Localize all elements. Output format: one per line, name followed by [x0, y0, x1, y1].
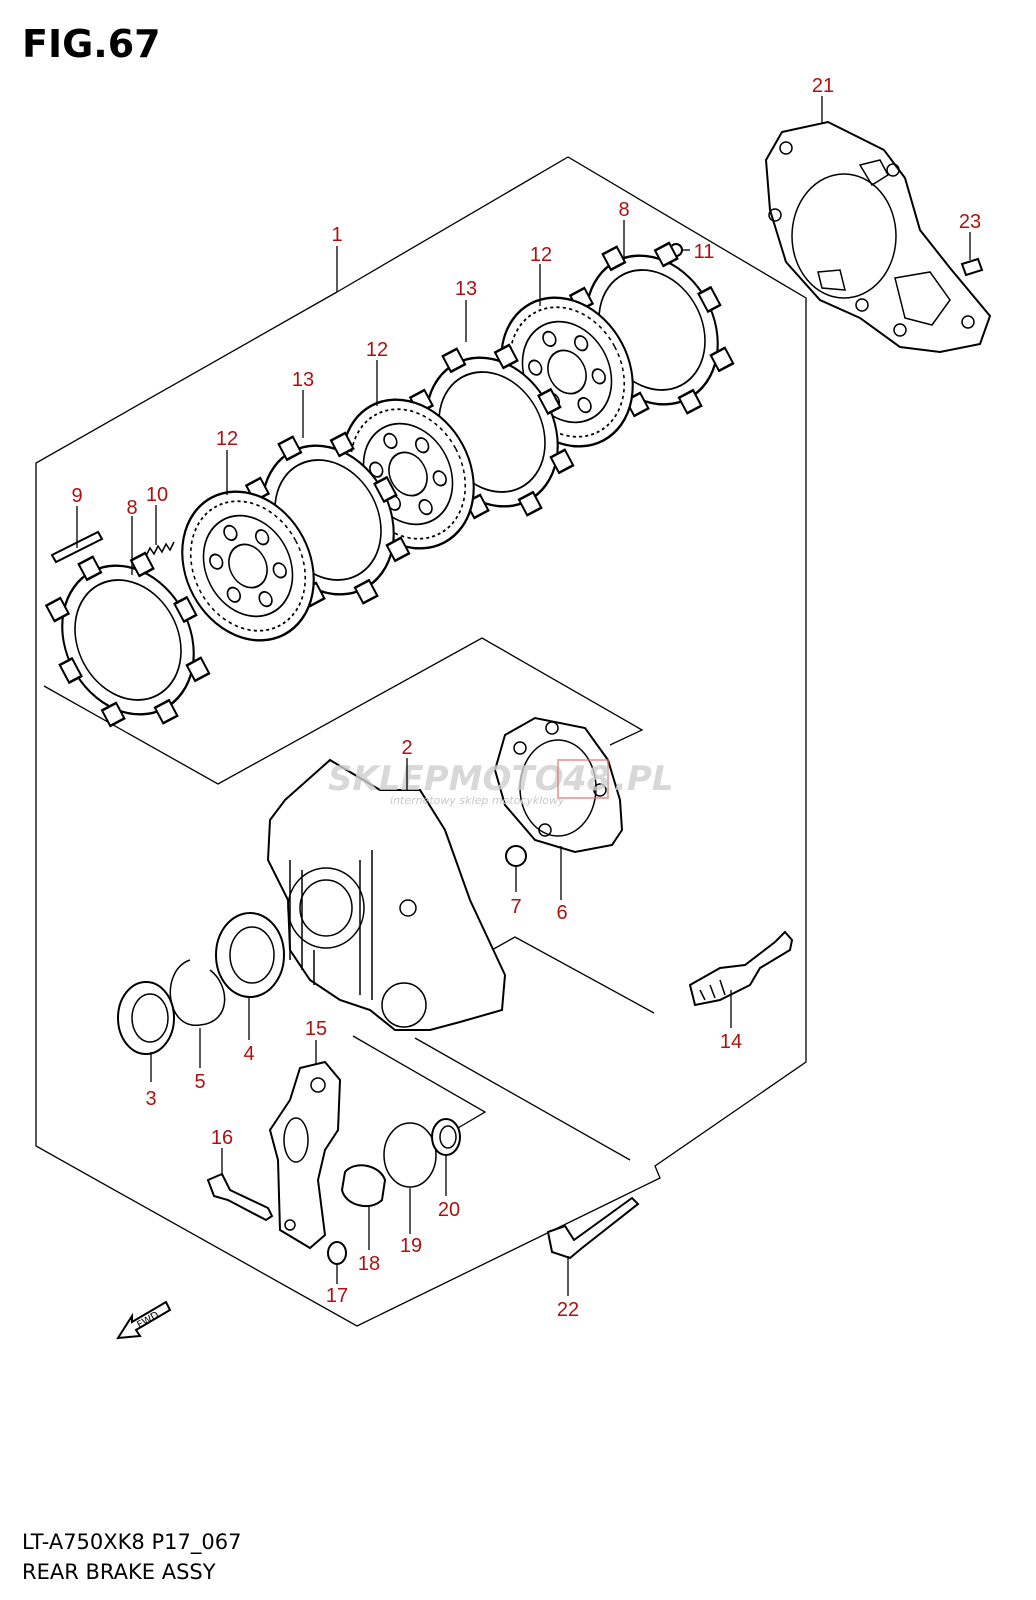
- callout-19: 19: [400, 1235, 422, 1257]
- callout-12-left: 12: [216, 428, 238, 450]
- callout-9: 9: [71, 485, 82, 507]
- callout-14: 14: [720, 1031, 742, 1053]
- callout-17: 17: [326, 1285, 348, 1307]
- circlip-part-5: [169, 959, 226, 1026]
- callout-12-middle: 12: [366, 339, 388, 361]
- callout-3: 3: [145, 1088, 156, 1110]
- callout-7: 7: [510, 896, 521, 918]
- seal-ring-part-20: [431, 1118, 461, 1156]
- watermark: SKLEPMOTO 48 .PL internetowy sklep motoc…: [328, 759, 674, 807]
- callout-8-right: 8: [618, 199, 629, 221]
- callout-15: 15: [305, 1018, 327, 1040]
- callout-8-left: 8: [126, 497, 137, 519]
- callout-12-right: 12: [530, 244, 552, 266]
- nut-part-17: [327, 1241, 347, 1265]
- spring-ring-part-19: [383, 1122, 437, 1188]
- shaft-part-14: [688, 930, 794, 1007]
- spring-part-10: [145, 541, 175, 557]
- bearing-part-4: [215, 912, 285, 998]
- callout-4: 4: [243, 1043, 254, 1065]
- callout-13-left: 13: [292, 369, 314, 391]
- seal-part-3: [117, 981, 175, 1055]
- watermark-brand: SKLEPMOTO: [328, 759, 563, 799]
- callout-1: 1: [331, 224, 342, 246]
- bolt-part-16: [206, 1172, 274, 1222]
- callout-11: 11: [694, 241, 715, 263]
- fwd-direction-arrow: FWD: [116, 1300, 172, 1340]
- watermark-brand-box: 48: [562, 759, 610, 799]
- callout-16: 16: [211, 1127, 233, 1149]
- callout-5: 5: [194, 1071, 205, 1093]
- inner-guide-lines: [43, 637, 655, 1161]
- callout-labels: 1 2 3 4 5 6 7 8 8 9 10 11 12 12 12 13 13…: [71, 75, 981, 1321]
- callout-13-right: 13: [455, 278, 477, 300]
- gasket-plate-part-21: [764, 120, 992, 354]
- callout-leaders: [76, 96, 971, 1296]
- callout-6: 6: [556, 902, 567, 924]
- assembly-boundary: [35, 156, 807, 1327]
- watermark-tagline: internetowy sklep motocyklowy: [390, 794, 565, 807]
- callout-10: 10: [146, 484, 168, 506]
- steel-plate-part-8-left: [44, 551, 211, 728]
- callout-21: 21: [812, 75, 834, 97]
- ball-part-7: [505, 845, 527, 867]
- callout-22: 22: [557, 1299, 579, 1321]
- lever-part-15: [268, 1060, 342, 1250]
- long-bolt-part-22: [546, 1196, 640, 1260]
- callout-18: 18: [358, 1253, 380, 1275]
- assembly-name: REAR BRAKE ASSY: [22, 1560, 216, 1584]
- model-code: LT-A750XK8 P17_067: [22, 1530, 242, 1554]
- callout-23: 23: [959, 211, 981, 233]
- callout-2: 2: [401, 737, 412, 759]
- washer-plate-part-18: [340, 1164, 387, 1208]
- housing-part-2: [266, 758, 507, 1031]
- pin-part-23: [960, 257, 984, 277]
- callout-20: 20: [438, 1199, 460, 1221]
- friction-plate-part-12-left: [181, 490, 315, 642]
- watermark-brand-suffix: .PL: [614, 759, 674, 799]
- figure-title: FIG.67: [22, 22, 161, 66]
